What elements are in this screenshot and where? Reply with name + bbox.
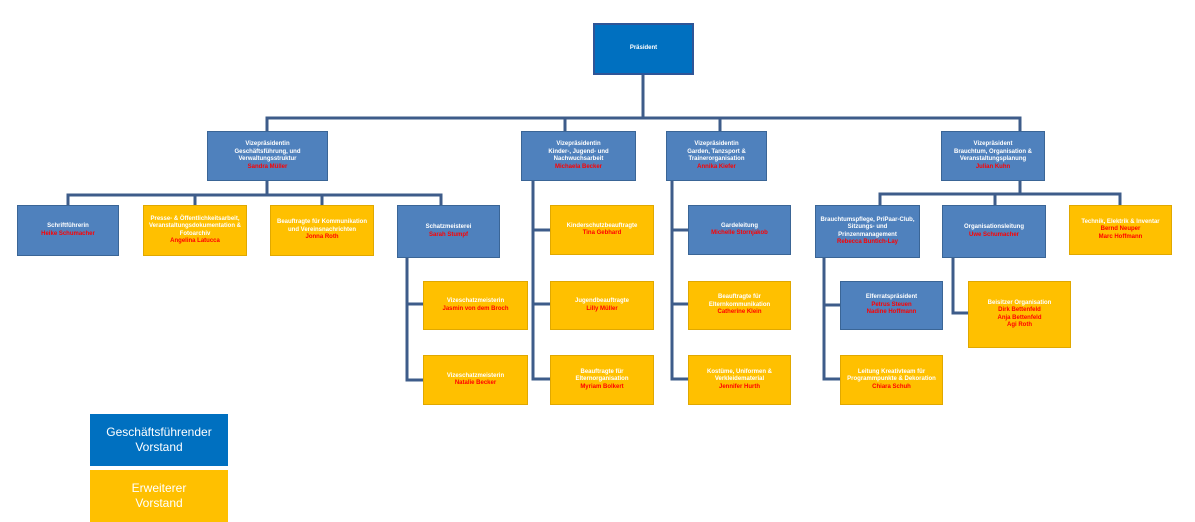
guard-lead-title: Gardeleitung	[720, 222, 758, 229]
vp-dance-title: Vizepräsidentin Garden, Tanzsport & Trai…	[687, 141, 746, 162]
vp-tradition-title: Vizepräsident Brauchtum, Organisation & …	[953, 141, 1032, 162]
assessor-organisation-title: Beisitzer Organisation	[987, 299, 1052, 306]
parent-organisation-name: Myriam Bolkert	[580, 383, 624, 390]
legend-extended-board: Erweiterer Vorstand	[90, 470, 228, 522]
parent-organisation-box: Beauftragte für Elternorganisation Myria…	[550, 355, 654, 405]
technology-box: Technik, Elektrik & Inventar Bernd Neupe…	[1069, 205, 1172, 255]
press-name: Angelina Latucca	[170, 238, 220, 244]
treasury-name: Sarah Stumpf	[428, 231, 468, 238]
youth-officer-name: Lilly Müller	[586, 305, 618, 312]
tradition-title: Brauchtumspflege, PriPaar-Club, Sitzungs…	[820, 216, 915, 238]
vp-youth-name: Michaela Becker	[554, 163, 603, 170]
parent-communication-box: Beauftragte für Elternkommunikation Cath…	[688, 281, 791, 330]
organisation-lead-name: Uwe Schumacher	[968, 231, 1020, 238]
vice-treasurer-1-name: Jasmin von dem Broch	[442, 305, 509, 312]
assessor-organisation-name: Dirk Bettenfeld Anja Bettenfeld Agi Roth	[997, 307, 1042, 328]
president-title: Präsident	[629, 45, 658, 52]
parent-organisation-title: Beauftragte für Elternorganisation	[575, 368, 629, 383]
assessor-organisation-box: Beisitzer Organisation Dirk Bettenfeld A…	[968, 281, 1071, 348]
parent-communication-name: Catherine Klein	[717, 309, 762, 316]
vp-administration-name: Sandra Müller	[247, 163, 288, 170]
costumes-box: Kostüme, Uniformen & Verkleidematerial J…	[688, 355, 791, 405]
treasury-box: Schatzmeisterei Sarah Stumpf	[397, 205, 500, 258]
child-protection-name: Tina Gebhard	[582, 230, 622, 236]
vp-tradition-box: Vizepräsident Brauchtum, Organisation & …	[941, 131, 1045, 181]
creative-team-title: Leitung Kreativteam für Programmpunkte &…	[847, 368, 936, 383]
president-box: Präsident	[593, 23, 694, 75]
treasury-title: Schatzmeisterei	[425, 224, 472, 230]
vp-dance-box: Vizepräsidentin Garden, Tanzsport & Trai…	[666, 131, 767, 181]
technology-name: Bernd Neuper Marc Hoffmann	[1098, 226, 1143, 240]
vp-dance-name: Annika Kiefer	[697, 163, 736, 170]
press-box: Presse- & Öffentlichkeitsarbeit, Veranst…	[143, 205, 247, 256]
council-president-name: Petrus Steuen Nadine Hoffmann	[866, 301, 917, 316]
vice-treasurer-2-title: Vizeschatzmeisterin	[446, 372, 505, 379]
creative-team-box: Leitung Kreativteam für Programmpunkte &…	[840, 355, 943, 405]
tradition-name: Rebecca Buntich-Lay	[836, 239, 899, 245]
press-title: Presse- & Öffentlichkeitsarbeit, Veranst…	[148, 215, 241, 237]
vp-administration-title: Vizepräsidentin Geschäftsführung, und Ve…	[234, 141, 301, 162]
legend-executive-board: Geschäftsführender Vorstand	[90, 414, 228, 466]
creative-team-name: Chiara Schuh	[872, 383, 911, 390]
secretary-box: Schriftführerin Heike Schumacher	[17, 205, 119, 256]
communication-title: Beauftragte für Kommunikation und Verein…	[276, 219, 367, 233]
tradition-box: Brauchtumspflege, PriPaar-Club, Sitzungs…	[815, 205, 920, 258]
technology-title: Technik, Elektrik & Inventar	[1081, 218, 1160, 225]
youth-officer-box: Jugendbeauftragte Lilly Müller	[550, 281, 654, 330]
organisation-lead-title: Organisationsleitung	[963, 224, 1024, 230]
child-protection-title: Kinderschutzbeauftragte	[566, 222, 638, 229]
vice-treasurer-2-box: Vizeschatzmeisterin Natalie Becker	[423, 355, 528, 405]
vice-treasurer-1-box: Vizeschatzmeisterin Jasmin von dem Broch	[423, 281, 528, 330]
vp-tradition-name: Julian Kuhn	[975, 163, 1011, 170]
costumes-name: Jennifer Hurth	[718, 383, 760, 390]
vp-youth-box: Vizepräsidentin Kinder-, Jugend- und Nac…	[521, 131, 636, 181]
vp-youth-title: Vizepräsidentin Kinder-, Jugend- und Nac…	[548, 141, 609, 162]
organisation-lead-box: Organisationsleitung Uwe Schumacher	[942, 205, 1046, 258]
youth-officer-title: Jugendbeauftragte	[574, 298, 629, 304]
vice-treasurer-2-name: Natalie Becker	[454, 380, 497, 386]
communication-name: Jonna Roth	[305, 234, 339, 241]
guard-lead-box: Gardeleitung Michelle Stornjakob	[688, 205, 791, 255]
secretary-title: Schriftführerin	[47, 223, 89, 229]
guard-lead-name: Michelle Stornjakob	[711, 230, 768, 236]
vp-administration-box: Vizepräsidentin Geschäftsführung, und Ve…	[207, 131, 328, 181]
parent-communication-title: Beauftragte für Elternkommunikation	[708, 294, 771, 308]
communication-box: Beauftragte für Kommunikation und Verein…	[270, 205, 374, 256]
secretary-name: Heike Schumacher	[41, 230, 95, 237]
costumes-title: Kostüme, Uniformen & Verkleidematerial	[706, 368, 772, 383]
child-protection-box: Kinderschutzbeauftragte Tina Gebhard	[550, 205, 654, 255]
council-president-title: Elferratspräsident	[865, 294, 918, 301]
vice-treasurer-1-title: Vizeschatzmeisterin	[446, 298, 505, 304]
council-president-box: Elferratspräsident Petrus Steuen Nadine …	[840, 281, 943, 330]
